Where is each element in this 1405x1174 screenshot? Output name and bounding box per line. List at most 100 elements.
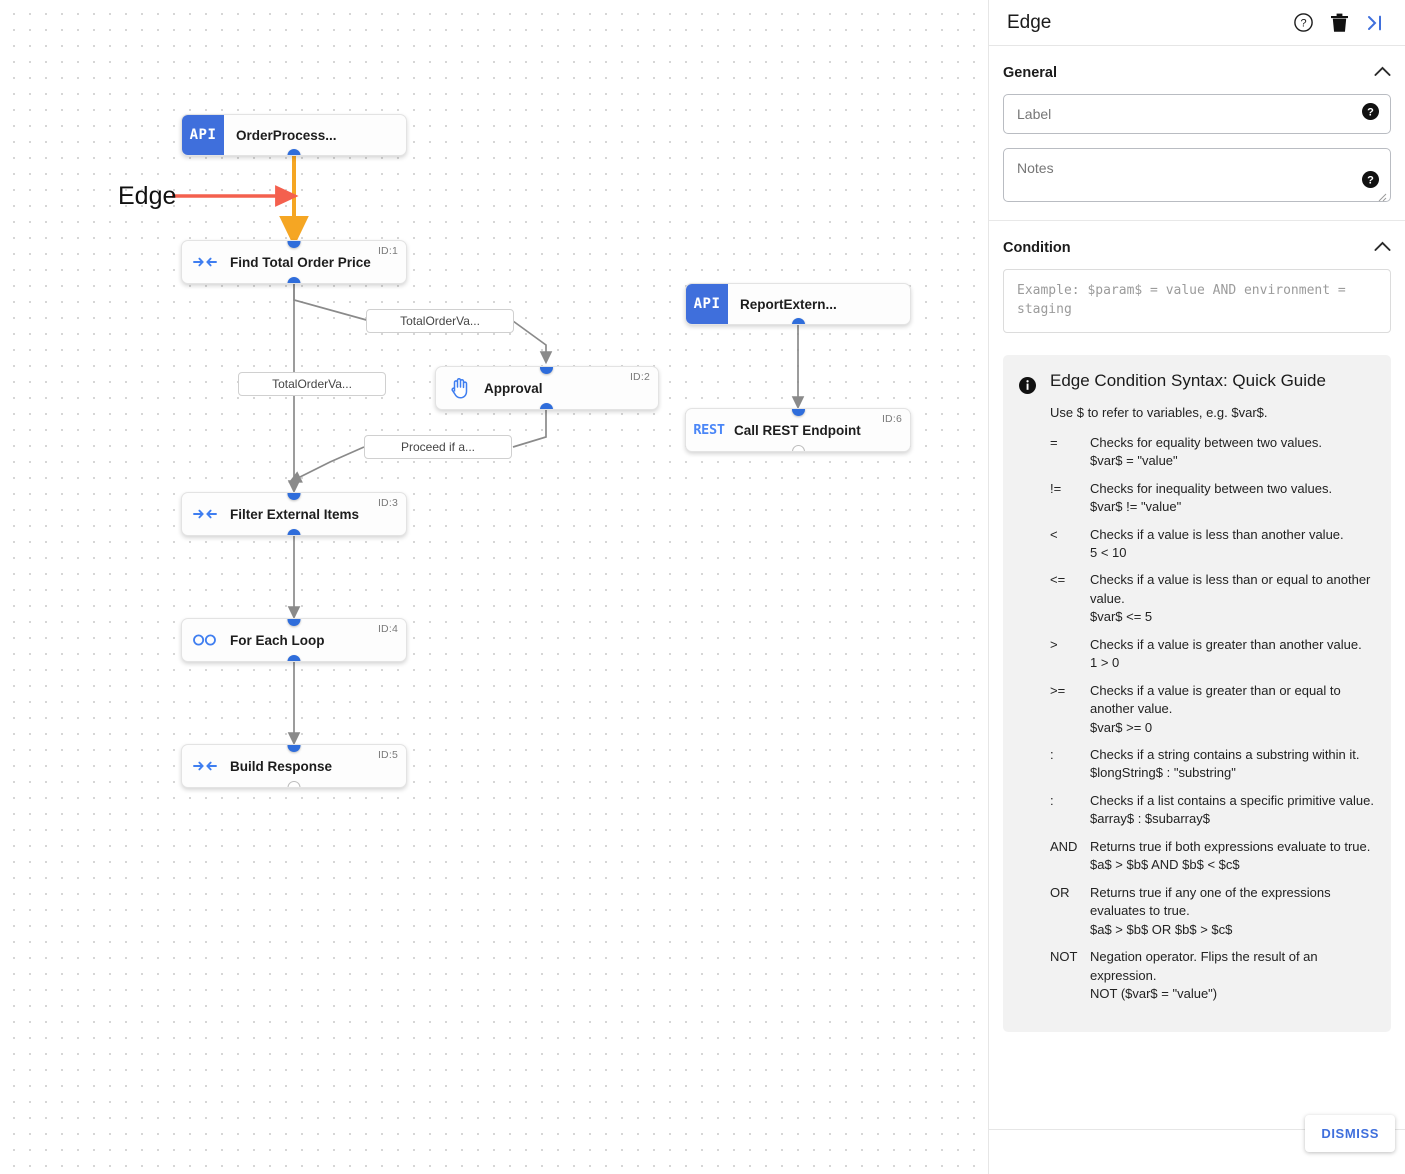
guide-description: Checks if a value is greater than or equ… bbox=[1090, 682, 1341, 717]
node-port-top[interactable] bbox=[287, 241, 301, 248]
label-field[interactable] bbox=[1004, 95, 1390, 133]
node-port-bottom[interactable] bbox=[792, 444, 805, 451]
guide-row: < Checks if a value is less than another … bbox=[1050, 526, 1375, 563]
node-port-top[interactable] bbox=[287, 619, 301, 626]
guide-row: <= Checks if a value is less than or equa… bbox=[1050, 571, 1375, 626]
guide-row: =Checks for equality between two values.… bbox=[1050, 434, 1375, 471]
label-field-wrapper[interactable]: ? bbox=[1003, 94, 1391, 134]
guide-example: $var$ <= 5 bbox=[1090, 609, 1153, 625]
guide-example: $a$ > $b$ AND $b$ < $c$ bbox=[1090, 857, 1240, 873]
node-filter-external-items[interactable]: Filter External Items ID:3 bbox=[181, 492, 407, 536]
guide-example: $array$ : $subarray$ bbox=[1090, 811, 1210, 827]
edge-label[interactable]: TotalOrderVa... bbox=[238, 372, 386, 396]
raised-hand-icon bbox=[436, 377, 482, 399]
edge-label[interactable]: TotalOrderVa... bbox=[366, 309, 514, 333]
flow-canvas[interactable]: Edge API OrderProcess... Find Total Orde… bbox=[0, 0, 988, 1174]
guide-description: Checks if a list contains a specific pri… bbox=[1090, 792, 1374, 808]
condition-syntax-guide: Edge Condition Syntax: Quick Guide Use $… bbox=[1003, 354, 1391, 1033]
guide-operator: NOT bbox=[1050, 949, 1078, 965]
node-reportextern[interactable]: API ReportExtern... bbox=[685, 283, 911, 325]
node-port-top[interactable] bbox=[287, 493, 301, 500]
guide-operator: > bbox=[1050, 636, 1058, 652]
node-approval[interactable]: Approval ID:2 bbox=[435, 366, 659, 410]
guide-description: Checks if a string contains a substring … bbox=[1090, 747, 1360, 763]
help-icon[interactable]: ? bbox=[1287, 7, 1319, 39]
node-port-top[interactable] bbox=[287, 745, 301, 752]
guide-operator: < bbox=[1050, 526, 1058, 542]
guide-operator: OR bbox=[1050, 884, 1070, 900]
node-port-bottom[interactable] bbox=[287, 148, 301, 155]
node-title: Find Total Order Price bbox=[230, 254, 371, 270]
edges-layer bbox=[172, 156, 805, 746]
notes-field-wrapper[interactable]: ? bbox=[1003, 148, 1391, 202]
svg-text:?: ? bbox=[1367, 174, 1374, 186]
guide-operator: != bbox=[1050, 480, 1062, 496]
node-id-label: ID:6 bbox=[881, 413, 902, 425]
chevron-up-icon[interactable] bbox=[1374, 64, 1391, 82]
guide-row: != Checks for inequality between two valu… bbox=[1050, 480, 1375, 517]
condition-input[interactable]: Example: $param$ = value AND environment… bbox=[1003, 269, 1391, 333]
annotation-label: Edge bbox=[118, 182, 177, 210]
node-port-bottom[interactable] bbox=[792, 317, 805, 324]
chevron-up-icon[interactable] bbox=[1374, 239, 1391, 257]
guide-description: Checks if a value is greater than anothe… bbox=[1090, 636, 1362, 652]
guide-description: Checks for inequality between two values… bbox=[1090, 480, 1333, 496]
node-port-bottom[interactable] bbox=[287, 528, 301, 535]
guide-operator: AND bbox=[1050, 838, 1078, 854]
delete-icon[interactable] bbox=[1323, 7, 1355, 39]
api-badge-icon: API bbox=[686, 284, 728, 324]
node-id-label: ID:4 bbox=[377, 623, 398, 635]
edge-label[interactable]: Proceed if a... bbox=[364, 435, 512, 459]
guide-title: Edge Condition Syntax: Quick Guide bbox=[1050, 370, 1326, 390]
transform-arrows-icon bbox=[182, 254, 228, 270]
node-build-response[interactable]: Build Response ID:5 bbox=[181, 744, 407, 788]
section-title: Condition bbox=[1003, 240, 1071, 256]
guide-description: Checks for equality between two values. bbox=[1090, 434, 1322, 450]
guide-example: 5 < 10 bbox=[1090, 544, 1127, 560]
node-port-bottom[interactable] bbox=[287, 780, 301, 787]
info-icon bbox=[1019, 371, 1036, 1013]
section-general-header[interactable]: General bbox=[1003, 60, 1391, 94]
node-port-top[interactable] bbox=[540, 367, 553, 374]
guide-description: Checks if a value is less than or equal … bbox=[1090, 572, 1371, 606]
node-title: Build Response bbox=[230, 758, 333, 774]
collapse-panel-icon[interactable] bbox=[1359, 7, 1391, 39]
help-icon[interactable]: ? bbox=[1362, 103, 1379, 125]
node-title: Filter External Items bbox=[230, 506, 360, 522]
guide-operator: <= bbox=[1050, 572, 1066, 588]
guide-operator: : bbox=[1050, 792, 1054, 808]
node-port-top[interactable] bbox=[792, 409, 805, 416]
node-call-rest-endpoint[interactable]: REST Call REST Endpoint ID:6 bbox=[685, 408, 911, 452]
transform-arrows-icon bbox=[182, 506, 228, 522]
notes-field[interactable] bbox=[1004, 149, 1390, 201]
node-find-total-order-price[interactable]: Find Total Order Price ID:1 bbox=[181, 240, 407, 284]
help-icon[interactable]: ? bbox=[1362, 171, 1379, 193]
node-id-label: ID:2 bbox=[629, 371, 650, 383]
section-general: General ? ? bbox=[989, 46, 1405, 220]
guide-example: $a$ > $b$ OR $b$ > $c$ bbox=[1090, 921, 1233, 937]
page-title: Edge bbox=[1007, 11, 1052, 33]
guide-description: Checks if a value is less than another v… bbox=[1090, 526, 1344, 542]
node-for-each-loop[interactable]: For Each Loop ID:4 bbox=[181, 618, 407, 662]
node-title: OrderProcess... bbox=[236, 127, 337, 143]
guide-row: :Checks if a string contains a substring… bbox=[1050, 746, 1375, 783]
guide-description: Returns true if any one of the expressio… bbox=[1090, 884, 1331, 919]
node-port-bottom[interactable] bbox=[540, 402, 553, 409]
api-badge-icon: API bbox=[182, 115, 224, 155]
node-orderprocess[interactable]: API OrderProcess... bbox=[181, 114, 407, 156]
svg-text:?: ? bbox=[1367, 106, 1374, 118]
node-id-label: ID:1 bbox=[377, 245, 398, 257]
guide-description: Returns true if both expressions evaluat… bbox=[1090, 838, 1371, 854]
guide-description: Negation operator. Flips the result of a… bbox=[1090, 949, 1318, 983]
section-condition-header[interactable]: Condition bbox=[1003, 235, 1391, 269]
dismiss-button[interactable]: DISMISS bbox=[1305, 1115, 1395, 1152]
guide-example: NOT ($var$ = "value") bbox=[1090, 986, 1218, 1002]
guide-example: $longString$ : "substring" bbox=[1090, 765, 1236, 781]
guide-subtitle: Use $ to refer to variables, e.g. $var$. bbox=[1050, 404, 1268, 420]
node-port-bottom[interactable] bbox=[287, 276, 301, 283]
node-port-bottom[interactable] bbox=[287, 654, 301, 661]
guide-example: 1 > 0 bbox=[1090, 655, 1120, 671]
guide-row: NOT Negation operator. Flips the result o… bbox=[1050, 948, 1375, 1003]
node-id-label: ID:5 bbox=[377, 749, 398, 761]
panel-footer-divider bbox=[989, 1129, 1405, 1130]
